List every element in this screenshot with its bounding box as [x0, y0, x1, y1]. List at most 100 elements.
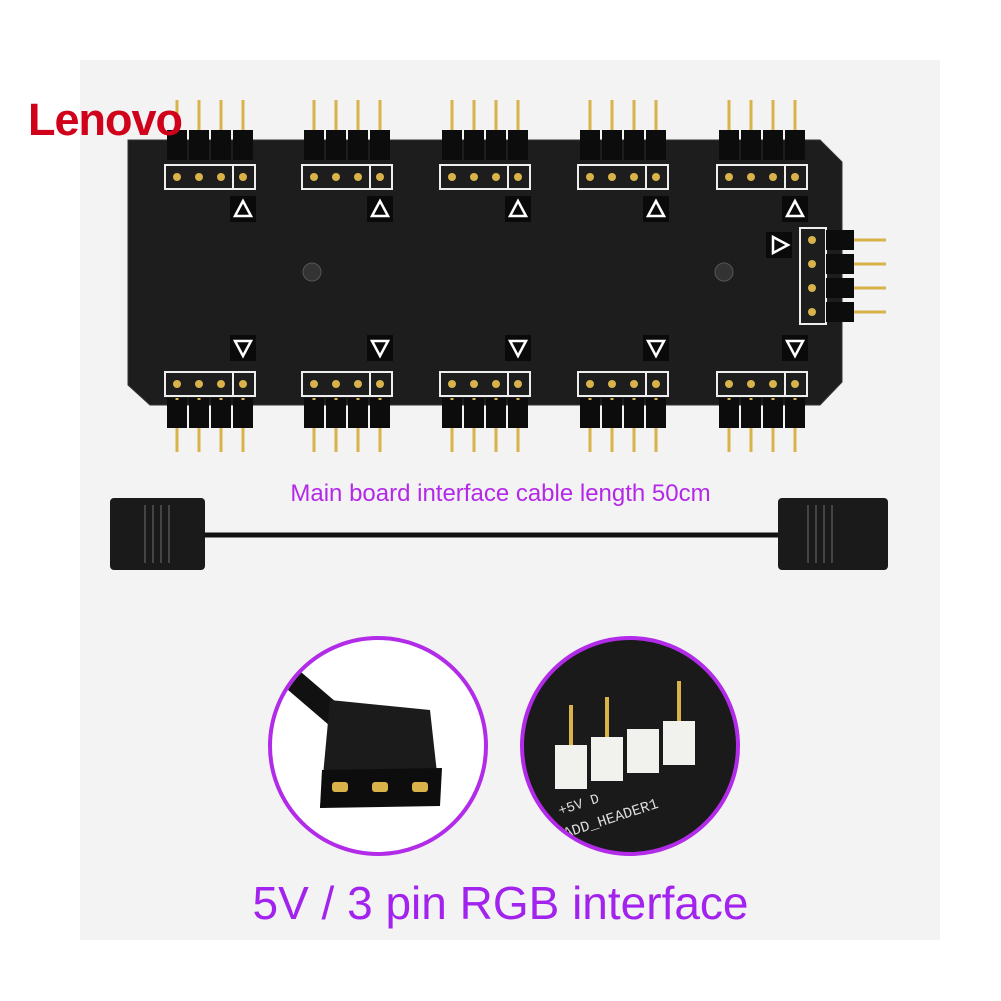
pin-housing [304, 398, 324, 428]
silkscreen-outline [507, 371, 531, 397]
solder-pad [332, 380, 340, 388]
solder-pad [470, 173, 478, 181]
pin-housing [624, 130, 644, 160]
top-header [164, 100, 256, 222]
pin-housing [326, 398, 346, 428]
silkscreen-outline [232, 164, 256, 190]
pin-housing [508, 398, 528, 428]
arrow-icon [645, 198, 667, 218]
bottom-header [439, 335, 531, 452]
pin-housing [646, 398, 666, 428]
pin-housing [763, 398, 783, 428]
solder-pad [217, 173, 225, 181]
cable-caption: Main board interface cable length 50cm [290, 480, 711, 507]
arrow-right-icon [771, 234, 791, 256]
closeup-header-pin-housing [627, 729, 659, 773]
silkscreen-outline [369, 371, 393, 397]
solder-pad [808, 284, 816, 292]
arrow-icon [369, 198, 391, 218]
solder-pad [195, 380, 203, 388]
solder-pad [608, 380, 616, 388]
arrow-icon [369, 339, 391, 359]
solder-pad [725, 173, 733, 181]
pin-housing [370, 130, 390, 160]
pin-housing [580, 398, 600, 428]
top-header [577, 100, 669, 222]
solder-pad [514, 380, 522, 388]
solder-pad [448, 173, 456, 181]
pin-housing [304, 130, 324, 160]
arrow-icon [645, 339, 667, 359]
solder-pad [630, 173, 638, 181]
pin-housing [763, 130, 783, 160]
bottom-header [577, 335, 669, 452]
silkscreen-outline [645, 371, 669, 397]
solder-pad [376, 380, 384, 388]
solder-pad [354, 380, 362, 388]
solder-pad [808, 308, 816, 316]
pin-housing [211, 130, 231, 160]
mount-hole [302, 262, 322, 282]
mount-hole [714, 262, 734, 282]
silkscreen-outline [784, 164, 808, 190]
silkscreen-outline [232, 371, 256, 397]
solder-pad [239, 380, 247, 388]
pin-housing [370, 398, 390, 428]
solder-pad [470, 380, 478, 388]
closeup-header-pin-housing [555, 745, 587, 789]
solder-pad [769, 173, 777, 181]
brand-logo: Lenovo [28, 94, 183, 145]
closeup-pin [412, 782, 428, 792]
solder-pad [173, 173, 181, 181]
arrow-icon [784, 198, 806, 218]
pin-housing [442, 398, 462, 428]
pin-housing [624, 398, 644, 428]
input-pin-housing [826, 278, 854, 298]
pin-housing [602, 130, 622, 160]
pin-housing [508, 130, 528, 160]
solder-pad [354, 173, 362, 181]
input-silkscreen [799, 227, 827, 325]
pin-housing [719, 398, 739, 428]
solder-pad [332, 173, 340, 181]
solder-pad [514, 173, 522, 181]
solder-pad [808, 236, 816, 244]
pin-housing [785, 130, 805, 160]
pin-housing [348, 130, 368, 160]
solder-pad [747, 173, 755, 181]
top-header [301, 100, 393, 222]
pin-housing [785, 398, 805, 428]
solder-pad [808, 260, 816, 268]
bottom-header [301, 335, 393, 452]
closeup-pin [332, 782, 348, 792]
closeup-header-pin-housing [663, 721, 695, 765]
pin-housing [233, 398, 253, 428]
interface-caption: 5V / 3 pin RGB interface [252, 877, 749, 929]
solder-pad [791, 173, 799, 181]
silkscreen-outline [369, 164, 393, 190]
pin-housing [486, 130, 506, 160]
bottom-header [716, 335, 808, 452]
silkscreen-outline [507, 164, 531, 190]
input-pin-housing [826, 302, 854, 322]
solder-pad [630, 380, 638, 388]
pin-housing [167, 130, 187, 160]
arrow-icon [507, 339, 529, 359]
arrow-icon [507, 198, 529, 218]
pin-housing [233, 130, 253, 160]
hub-board [127, 139, 843, 406]
silkscreen-outline [784, 371, 808, 397]
solder-pad [492, 380, 500, 388]
solder-pad [310, 380, 318, 388]
pin-housing [719, 130, 739, 160]
solder-pad [652, 173, 660, 181]
pin-housing [486, 398, 506, 428]
solder-pad [173, 380, 181, 388]
input-pin-housing [826, 254, 854, 274]
top-header [716, 100, 808, 222]
arrow-icon [232, 198, 254, 218]
solder-pad [492, 173, 500, 181]
solder-pad [310, 173, 318, 181]
pin-housing [348, 398, 368, 428]
